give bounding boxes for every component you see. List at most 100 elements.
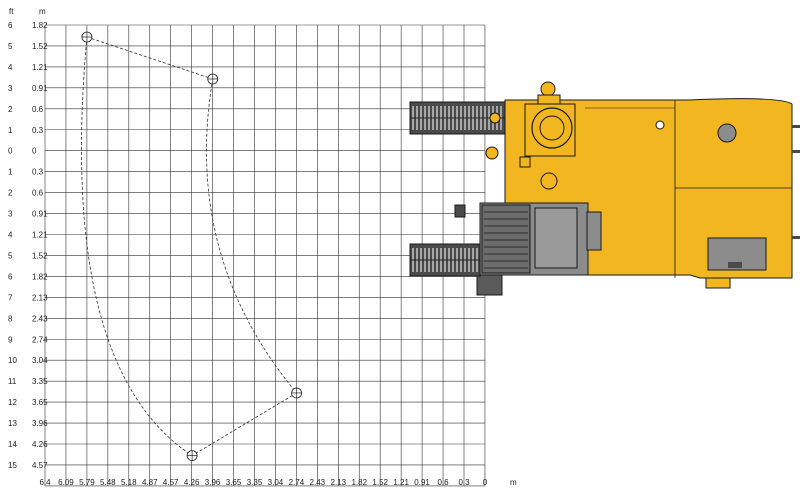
y-tick-label-m: 1.82	[32, 272, 48, 281]
cab-grille-slats	[484, 211, 528, 269]
pivot-pin	[485, 146, 499, 160]
crosshair-circle-icon	[207, 73, 219, 85]
y-tick-label-m: 2.43	[32, 314, 48, 323]
m-unit-label: m	[39, 7, 46, 16]
cab-grille	[481, 204, 531, 274]
x-tick-label: 0.91	[414, 478, 430, 487]
x-tick-label: 3.35	[247, 478, 263, 487]
envelope-inner-arc	[206, 78, 297, 394]
y-tick-label-m: 1.52	[32, 42, 48, 51]
y-tick-label-ft: 7	[8, 293, 13, 302]
y-tick-label-ft: 3	[8, 84, 13, 93]
cap-icon	[540, 81, 556, 97]
y-tick-label-m: 1.21	[32, 63, 48, 72]
x-tick-label: 0.6	[437, 478, 449, 487]
crosshair-circle-icon	[81, 31, 93, 43]
machine-top-view	[409, 81, 800, 296]
y-tick-label-ft: 9	[8, 335, 13, 344]
y-tick-label-m: 4.57	[32, 461, 48, 470]
y-tick-label-m: 0.3	[32, 126, 44, 135]
x-tick-label: 2.43	[310, 478, 326, 487]
rear-pin	[792, 150, 800, 153]
x-tick-label: 5.18	[121, 478, 137, 487]
ft-unit-label: ft	[9, 7, 14, 16]
y-tick-label-m: 1.21	[32, 231, 48, 240]
envelope-top-line	[86, 36, 213, 80]
y-tick-label-ft: 14	[8, 440, 17, 449]
x-tick-label: 3.96	[205, 478, 221, 487]
x-tick-label: 4.57	[163, 478, 179, 487]
x-tick-label: 3.65	[226, 478, 242, 487]
small-cap-icon	[655, 120, 665, 130]
y-tick-label-ft: 5	[8, 251, 13, 260]
y-tick-label-ft: 0	[8, 147, 13, 156]
hatch-handle	[728, 262, 742, 268]
y-tick-label-ft: 15	[8, 461, 17, 470]
slew-ring-inner	[539, 115, 565, 141]
y-tick-label-ft: 1	[8, 168, 13, 177]
y-tick-label-ft: 5	[8, 42, 13, 51]
seat	[534, 207, 578, 269]
step	[705, 277, 731, 289]
x-tick-label: 6.09	[58, 478, 74, 487]
y-tick-label-m: 3.04	[32, 356, 48, 365]
y-tick-label-m: 0.3	[32, 168, 44, 177]
y-tick-label-ft: 1	[8, 126, 13, 135]
x-tick-label: 3.04	[268, 478, 284, 487]
y-tick-label-m: 3.96	[32, 419, 48, 428]
x-tick-label: 0	[483, 478, 488, 487]
y-tick-label-m: 0	[32, 147, 37, 156]
y-tick-label-m: 4.26	[32, 440, 48, 449]
x-tick-label: 4.87	[142, 478, 158, 487]
x-tick-label: 5.48	[100, 478, 116, 487]
x-tick-label: 2.13	[331, 478, 347, 487]
y-tick-label-m: 0.6	[32, 105, 44, 114]
hydraulic-fitting	[454, 204, 466, 218]
y-tick-label-m: 1.82	[32, 21, 48, 30]
y-tick-label-ft: 6	[8, 272, 13, 281]
crosshair-circle-icon	[291, 387, 302, 399]
rear-pin	[792, 125, 800, 128]
x-tick-label: 2.74	[289, 478, 305, 487]
x-tick-label: 1.21	[393, 478, 409, 487]
envelope-bottom-line	[191, 392, 297, 456]
y-tick-label-m: 3.35	[32, 377, 48, 386]
y-tick-label-m: 1.52	[32, 251, 48, 260]
x-tick-label: 1.52	[372, 478, 388, 487]
reach-envelope	[81, 31, 302, 462]
track-teeth	[410, 106, 505, 272]
x-tick-label: 0.3	[458, 478, 470, 487]
slew-ring	[531, 107, 573, 149]
y-tick-label-m: 2.74	[32, 335, 48, 344]
y-tick-label-m: 0.91	[32, 210, 48, 219]
y-tick-label-ft: 13	[8, 419, 17, 428]
crosshair-circle-icon	[186, 450, 198, 462]
y-tick-label-ft: 4	[8, 231, 13, 240]
y-tick-label-ft: 4	[8, 63, 13, 72]
y-tick-label-ft: 2	[8, 105, 13, 114]
swivel-circle	[540, 172, 558, 190]
x-tick-label: 6.4	[39, 478, 51, 487]
y-tick-label-m: 0.91	[32, 84, 48, 93]
x-tick-label: 1.82	[351, 478, 367, 487]
y-tick-label-ft: 12	[8, 398, 17, 407]
cab-step	[476, 274, 503, 296]
pivot-pin	[489, 112, 501, 124]
y-tick-label-m: 2.13	[32, 293, 48, 302]
x-tick-label: 5.79	[79, 478, 95, 487]
fuel-cap-icon	[717, 123, 737, 143]
rear-pin	[792, 236, 800, 239]
envelope-outer-arc	[81, 36, 193, 456]
y-tick-label-ft: 11	[8, 377, 17, 386]
indicator-box	[519, 156, 531, 168]
y-tick-label-ft: 3	[8, 210, 13, 219]
y-tick-label-ft: 8	[8, 314, 13, 323]
grid	[44, 24, 486, 487]
y-tick-label-ft: 6	[8, 21, 13, 30]
x-unit-label: m	[510, 478, 517, 487]
control-panel	[586, 211, 602, 251]
